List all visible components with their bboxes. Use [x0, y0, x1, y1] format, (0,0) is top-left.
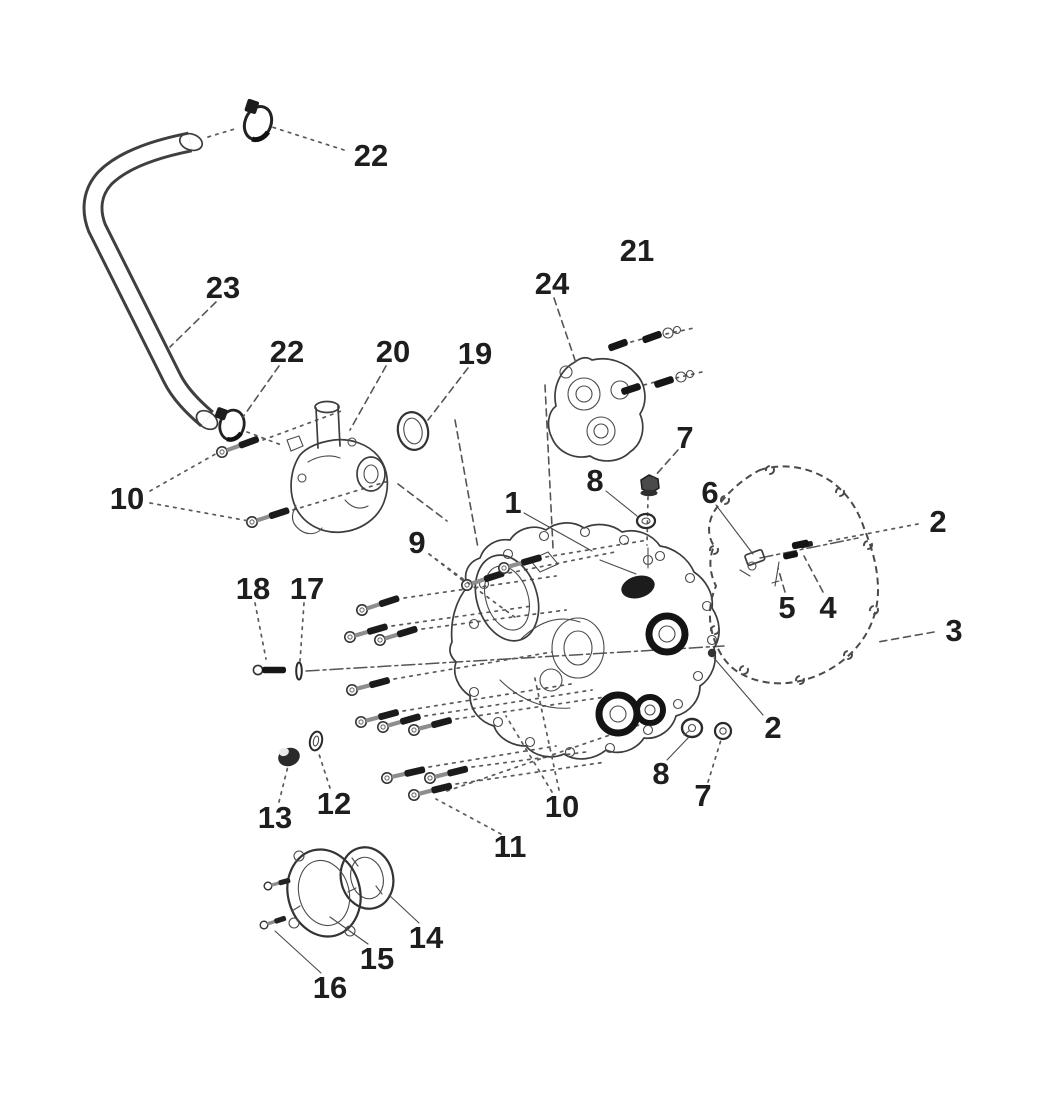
leader-line-1 [523, 512, 593, 552]
leader-line-4 [803, 555, 824, 593]
outlet-fitting [739, 548, 766, 577]
part-callout-8-8: 8 [586, 463, 603, 498]
crankcase-cover [449, 522, 720, 760]
seal-ring [396, 411, 430, 451]
part-callout-16-28: 16 [313, 970, 347, 1005]
washer-bottom [680, 717, 704, 739]
washer-top [635, 512, 657, 530]
oil-pump-bolts [607, 325, 695, 396]
leader-line-22 [271, 126, 345, 151]
leader-line-22 [242, 365, 280, 418]
part-callout-17-18: 17 [290, 571, 324, 606]
leader-line-8 [605, 490, 638, 517]
part-callout-22-0: 22 [354, 138, 388, 173]
part-callout-19-4: 19 [458, 336, 492, 371]
part-callout-2-10: 2 [929, 504, 946, 539]
leader-line-10 [149, 502, 250, 522]
part-callout-20-3: 20 [376, 334, 410, 369]
part-callout-3-15: 3 [945, 613, 962, 648]
part-callout-7-21: 7 [694, 778, 711, 813]
dowel-pin-bottom [707, 648, 717, 658]
part-callout-9-12: 9 [408, 525, 425, 560]
part-callout-7-7: 7 [676, 420, 693, 455]
leader-line-9 [428, 553, 467, 584]
leader-line-24 [553, 297, 578, 367]
leader-line-7 [707, 739, 722, 783]
part-callout-21-6: 21 [620, 233, 654, 268]
leader-line-13 [278, 765, 289, 803]
leader-line-15 [329, 916, 369, 945]
leader-line-2 [713, 657, 764, 716]
leader-line-10 [505, 715, 553, 793]
oil-seal [339, 846, 395, 910]
part-callout-6-9: 6 [701, 475, 718, 510]
part-callout-13-22: 13 [258, 800, 292, 835]
part-callout-15-27: 15 [360, 941, 394, 976]
leader-line-19 [427, 367, 469, 421]
bolt-4 [791, 539, 809, 550]
leader-line-23 [169, 301, 217, 348]
part-callout-18-17: 18 [236, 571, 270, 606]
part-callout-11-25: 11 [494, 829, 527, 864]
drain-plug [278, 747, 300, 767]
leader-line-14 [388, 894, 420, 924]
leader-line-10 [149, 451, 220, 492]
part-callout-23-1: 23 [206, 270, 240, 305]
part-callout-5-13: 5 [778, 590, 795, 625]
leader-line-11 [435, 798, 502, 835]
stud-5 [771, 550, 799, 587]
part-callout-24-5: 24 [535, 266, 570, 301]
leader-line-2 [823, 523, 919, 543]
part-callout-22-2: 22 [270, 334, 304, 369]
assembly-axis-lines [207, 127, 859, 792]
hose-clamp-lower [214, 407, 246, 442]
long-bolt-18 [252, 664, 286, 676]
cover-bolts [342, 551, 544, 803]
flange-nut-top [640, 474, 660, 497]
part-callout-1-11: 1 [504, 485, 521, 520]
leader-line-6 [715, 504, 754, 555]
part-callout-4-14: 4 [819, 590, 837, 625]
hose-clamp-top [242, 98, 274, 143]
part-callout-8-20: 8 [652, 756, 669, 791]
leader-line-12 [317, 750, 331, 789]
part-callout-14-26: 14 [409, 920, 444, 955]
leader-lines [149, 126, 935, 974]
part-callout-10-24: 10 [545, 789, 579, 824]
leader-line-8 [666, 736, 690, 761]
leader-line-17 [299, 602, 305, 662]
water-pump [286, 400, 389, 535]
bearing-cover-plate [286, 848, 362, 938]
leader-line-5 [777, 567, 786, 593]
pump-bolts-left [214, 432, 292, 530]
leader-line-9 [428, 553, 517, 619]
leader-line-7 [653, 449, 679, 478]
part-callout-2-19: 2 [764, 710, 781, 745]
leader-line-10 [533, 673, 560, 791]
oil-pump [547, 356, 646, 462]
washer-17 [295, 661, 303, 681]
leader-line-16 [274, 930, 322, 974]
cover-gasket [708, 465, 879, 685]
part-callout-12-23: 12 [317, 786, 351, 821]
part-callout-10-16: 10 [110, 481, 144, 516]
leader-line-20 [349, 365, 387, 431]
nut-bottom [713, 721, 733, 741]
leader-line-3 [877, 631, 935, 643]
plug-washer [308, 730, 324, 752]
plate-screws [258, 875, 301, 931]
water-hose [82, 131, 219, 431]
leader-line-18 [254, 602, 267, 660]
